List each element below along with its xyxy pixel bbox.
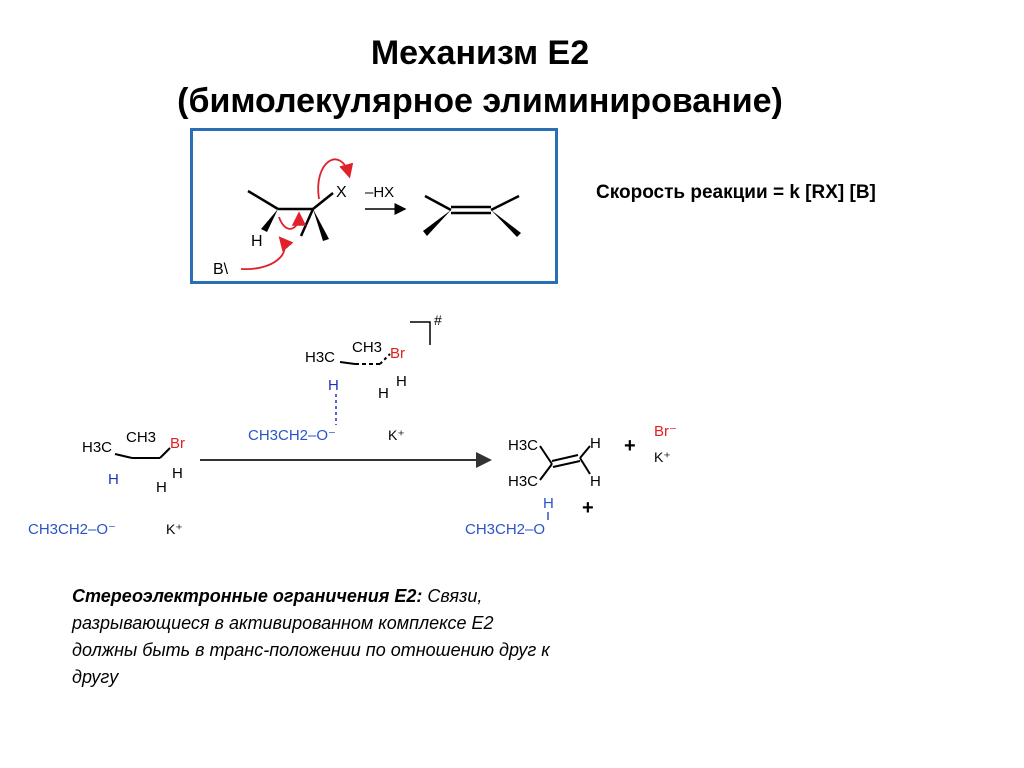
- ts-br: Br: [390, 345, 405, 362]
- proton-label: H: [251, 233, 263, 250]
- prod-h3c-bottom: H3C: [508, 473, 538, 490]
- mechanism-diagram: X H B\ –HX: [213, 158, 521, 278]
- base-label: B\: [213, 261, 229, 278]
- ts-ch3: CH3: [352, 339, 382, 356]
- ts-h2: H: [378, 385, 389, 402]
- ts-ethoxide: CH3CH2–O⁻: [248, 427, 336, 444]
- curved-arrow: [240, 236, 294, 270]
- substrate: H3C CH3 Br H H H CH3CH2–O⁻ K⁺: [28, 429, 185, 538]
- wedge-bond: [261, 209, 278, 232]
- prod-bromide: Br⁻: [654, 423, 677, 440]
- ts-h1: H: [396, 373, 407, 390]
- wedge-bond: [423, 210, 451, 236]
- mechanism-box: X H B\ –HX: [190, 128, 558, 284]
- sub-h-front: H: [108, 471, 119, 488]
- prod-h3c-top: H3C: [508, 437, 538, 454]
- curved-arrow: [317, 158, 354, 200]
- product-alkene: [424, 194, 520, 215]
- prod-h-bottom: H: [590, 473, 601, 490]
- stereo-note-body: Связи, разрывающиеся в активированном ко…: [72, 586, 550, 687]
- prod-h-top: H: [590, 435, 601, 452]
- sub-h3c: H3C: [82, 439, 112, 456]
- arrow-label: –HX: [365, 184, 394, 201]
- base-ethoxide: CH3CH2–O⁻: [28, 521, 116, 538]
- sub-h1: H: [172, 465, 183, 482]
- curved-arrow: [278, 211, 307, 230]
- products: H3C H3C H H + Br⁻ K⁺ H CH3CH2–O +: [465, 423, 677, 538]
- leaving-group-label: X: [336, 184, 347, 201]
- base-cation: K⁺: [166, 521, 183, 537]
- page-subtitle: (бимолекулярное элиминирование): [177, 82, 783, 120]
- prod-cation: K⁺: [654, 449, 671, 465]
- reactant-skeleton: [247, 189, 334, 237]
- ts-h-left: H: [328, 377, 339, 394]
- ts-h3c: H3C: [305, 349, 335, 366]
- ts-cation: K⁺: [388, 427, 405, 443]
- stereo-note-heading: Стереоэлектронные ограничения Е2:: [72, 586, 423, 606]
- sub-h2: H: [156, 479, 167, 496]
- wedge-bond: [491, 210, 521, 237]
- sub-ch3: CH3: [126, 429, 156, 446]
- ts-marker: #: [434, 312, 442, 328]
- rate-law: Скорость реакции = k [RX] [B]: [596, 182, 876, 203]
- sub-br: Br: [170, 435, 185, 452]
- page-title: Механизм Е2: [370, 34, 590, 72]
- plus-sign: +: [624, 435, 636, 457]
- wedge-bond: [313, 209, 329, 241]
- reaction-scheme: H3C CH3 Br H H H # CH3CH2–O⁻ K⁺ H3C CH3 …: [28, 312, 677, 538]
- prod-ethanol-h: H: [543, 495, 554, 512]
- transition-state: H3C CH3 Br H H H # CH3CH2–O⁻ K⁺: [248, 312, 442, 444]
- prod-ethanol: CH3CH2–O: [465, 521, 545, 538]
- stereo-note: Стереоэлектронные ограничения Е2: Связи,…: [72, 583, 552, 691]
- plus-sign: +: [582, 497, 594, 519]
